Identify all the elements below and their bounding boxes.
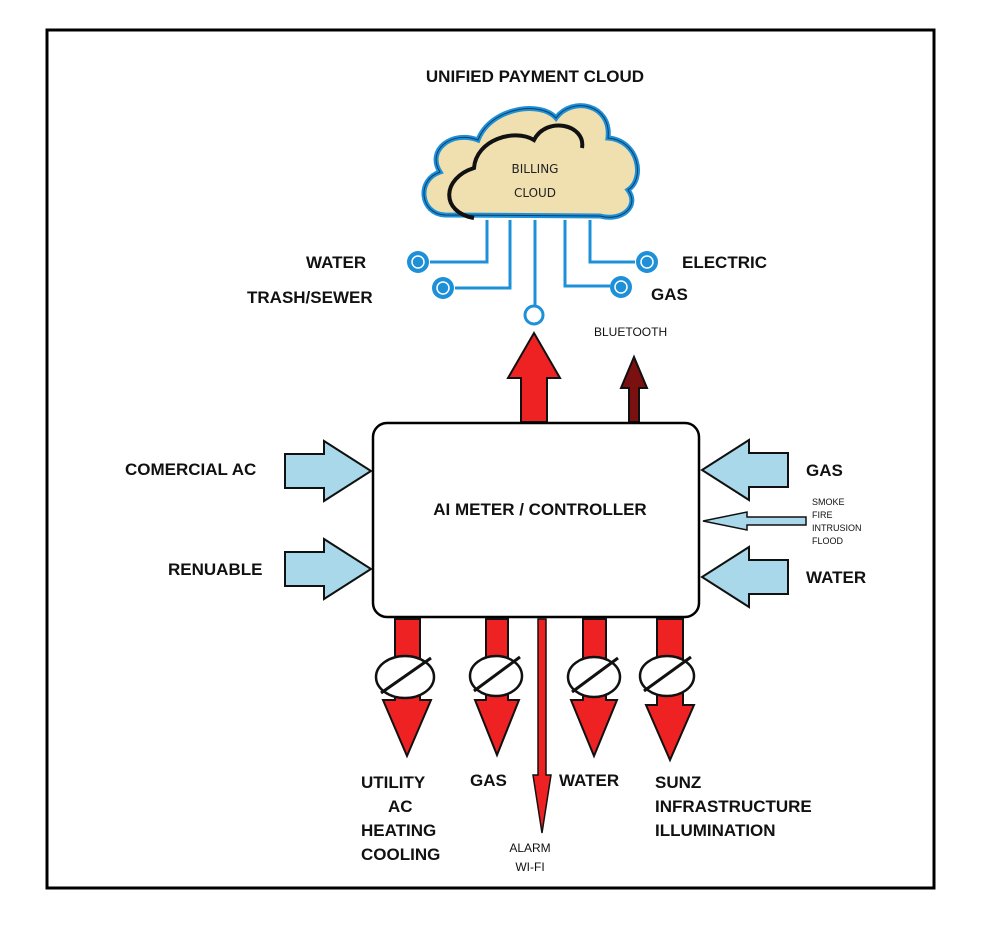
cloud-link-water: WATER [306,253,366,272]
output-illumination: ILLUMINATION [655,821,776,840]
controller-label: AI METER / CONTROLLER [433,500,646,519]
output-wifi: WI-FI [515,860,544,874]
uplink-node-icon [523,304,545,326]
output-water: WATER [559,771,619,790]
cloud-label-billing: BILLING [512,162,559,176]
cloud-link-gas: GAS [651,285,688,304]
ai-meter-controller-box [371,421,701,619]
billing-cloud-icon [421,103,640,220]
diagram-title: UNIFIED PAYMENT CLOUD [426,67,644,86]
gas-valve-icon [468,654,524,698]
output-sunz: SUNZ [655,773,701,792]
bluetooth-label: BLUETOOTH [594,325,667,339]
sunz-valve-icon [638,654,696,698]
gas-node-icon [610,276,632,298]
output-infrastructure: INFRASTRUCTURE [655,797,812,816]
cloud-label-cloud: CLOUD [514,186,556,200]
output-gas: GAS [470,771,507,790]
renewable-arrow-icon [284,537,373,601]
input-gas: GAS [806,461,843,480]
output-cooling: COOLING [361,845,440,864]
sensor-flood: FLOOD [812,536,844,546]
cloud-link-trash-sewer: TRASH/SEWER [247,288,373,307]
water-input-arrow-icon [700,545,789,609]
commercial-ac-arrow-icon [284,439,373,503]
output-heating: HEATING [361,821,436,840]
water-node-icon [407,251,429,273]
sensor-input-arrow-icon [702,511,807,531]
sensor-smoke: SMOKE [812,497,845,507]
input-commercial-ac: COMERCIAL AC [125,460,256,479]
input-water: WATER [806,568,866,587]
sensor-intrusion: INTRUSION [812,523,862,533]
output-ac: AC [388,797,413,816]
output-alarm: ALARM [509,841,550,855]
input-renewable: RENUABLE [168,560,262,579]
gas-input-arrow-icon [700,438,789,502]
cloud-link-electric: ELECTRIC [682,253,767,272]
output-utility: UTILITY [361,773,426,792]
uplink-arrow-icon [506,331,562,423]
alarm-wifi-output-arrow-icon [532,618,552,834]
trash-sewer-node-icon [432,277,454,299]
electric-node-icon [636,251,658,273]
cloud-connectors [430,220,635,305]
bluetooth-arrow-icon [619,354,649,423]
utility-valve-icon [374,654,436,700]
sensor-fire: FIRE [812,510,833,520]
water-valve-icon [566,655,622,699]
